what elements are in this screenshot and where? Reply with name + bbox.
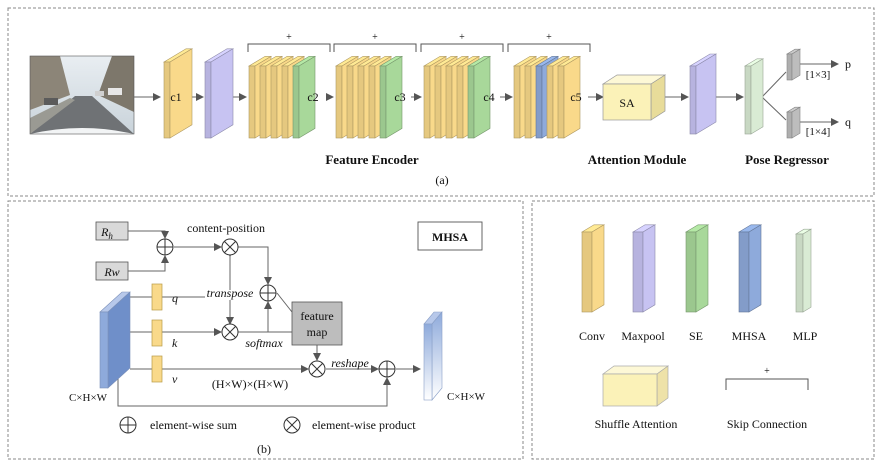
caption-a: (a): [435, 173, 448, 187]
legend-se-label: SE: [689, 329, 703, 343]
legend-maxpool-block: [631, 224, 657, 313]
skip-bracket-c2: [247, 43, 331, 52]
softmax-label: softmax: [245, 336, 283, 350]
sum-rh-rw: [156, 238, 174, 256]
input-chw-label: C×H×W: [69, 392, 108, 404]
sum2-to-featuremap: [276, 292, 293, 313]
output-p-dim: [1×3]: [806, 69, 831, 81]
sum-residual: [378, 360, 396, 378]
residual-skip: [117, 375, 391, 407]
legend-mhsa-label: MHSA: [732, 329, 767, 343]
arrow-mlp-to-p-branch: [761, 71, 787, 98]
conv-block-c1: [162, 48, 194, 139]
maxpool-block-1: [203, 48, 235, 139]
sum-transpose: [259, 284, 277, 302]
c4-layer-5: [466, 55, 492, 139]
skip-bracket-c4: [420, 43, 504, 52]
arrow-mlp-to-q-branch: [761, 96, 787, 121]
mlp-block: [743, 58, 765, 135]
legend-shuffle-attention-label: Shuffle Attention: [595, 417, 678, 431]
pose-head-q: [785, 106, 802, 139]
legend-sa-block: [601, 365, 670, 407]
rh-label: Rh: [100, 225, 113, 241]
legend-maxpool-label: Maxpool: [621, 329, 665, 343]
encoder-blocks: [162, 48, 802, 139]
shuffle-attention-block: [601, 74, 667, 121]
maxpool-block-2: [688, 53, 718, 135]
rw-to-sum: [128, 255, 169, 272]
feature-map-line2: map: [307, 325, 328, 339]
product-reshape: [308, 360, 326, 378]
c3-layer-5: [378, 55, 404, 139]
legend-skip-connection-label: Skip Connection: [727, 417, 807, 431]
feature-map-box: [291, 301, 343, 346]
legend-mlp-label: MLP: [793, 329, 818, 343]
k-conv-box: [151, 319, 163, 347]
product-content-position: [221, 238, 239, 256]
transpose-label: transpose: [207, 286, 254, 300]
legend-sum-label: element-wise sum: [150, 418, 238, 432]
skip-plus-c3: +: [372, 32, 378, 43]
legend-skip-bracket: [725, 378, 809, 390]
input-feature-block: [99, 291, 131, 389]
label-c4: c4: [483, 90, 494, 104]
legend-sum-symbol: [119, 416, 137, 434]
skip-plus-c4: +: [459, 32, 465, 43]
v-conv-box: [151, 355, 163, 383]
panel-b-border: [7, 200, 524, 460]
pose-regressor-title: Pose Regressor: [745, 152, 829, 167]
output-feature-block: [423, 311, 443, 401]
feature-encoder-title: Feature Encoder: [325, 152, 418, 167]
k-label: k: [172, 336, 178, 350]
c2-layer-5: [291, 55, 317, 139]
c5-layer-5: [556, 55, 582, 139]
v-label: v: [172, 372, 178, 386]
skip-bracket-c5: [507, 43, 591, 52]
legend-product-label: element-wise product: [312, 418, 416, 432]
mhsa-title: MHSA: [432, 230, 468, 244]
input-street-image: [29, 55, 135, 135]
rw-label: Rw: [103, 265, 119, 279]
feature-map-line1: feature: [300, 309, 333, 323]
label-c1: c1: [170, 90, 181, 104]
product1-to-sum2: [238, 246, 272, 285]
skip-plus-c5: +: [546, 32, 552, 43]
pose-head-p: [785, 48, 802, 81]
label-c2: c2: [307, 90, 318, 104]
legend-conv-block: [580, 224, 606, 313]
content-position-label: content-position: [187, 221, 265, 235]
caption-b: (b): [257, 442, 271, 456]
legend-blocks: [580, 224, 813, 313]
output-q-dim: [1×4]: [806, 126, 831, 138]
rh-subscript: h: [108, 231, 113, 241]
product-qk: [221, 323, 239, 341]
legend-product-symbol: [283, 416, 301, 434]
legend-panel-border: [531, 200, 875, 460]
operators: [119, 238, 396, 434]
skip-bracket-c3: [333, 43, 417, 52]
legend-mhsa-block: [737, 224, 763, 313]
legend-se-block: [684, 224, 710, 313]
sa-label: SA: [619, 96, 635, 110]
panel-a-border: [7, 7, 875, 197]
mhsa-title-box: [417, 221, 483, 251]
q-conv-box: [151, 283, 163, 311]
reshape-label: reshape: [331, 356, 369, 370]
label-c3: c3: [394, 90, 405, 104]
output-q: q: [845, 115, 851, 129]
output-p: p: [845, 57, 851, 71]
legend-mlp-block: [794, 228, 813, 313]
output-chw-label: C×H×W: [447, 391, 486, 403]
legend-conv-label: Conv: [579, 329, 605, 343]
rh-to-sum: [128, 230, 169, 239]
hw-dims-label: (H×W)×(H×W): [212, 377, 288, 391]
attention-module-title: Attention Module: [588, 152, 687, 167]
legend-skip-plus: +: [764, 366, 770, 377]
q-label: q: [172, 291, 178, 305]
label-c5: c5: [570, 90, 581, 104]
skip-plus-c2: +: [286, 32, 292, 43]
